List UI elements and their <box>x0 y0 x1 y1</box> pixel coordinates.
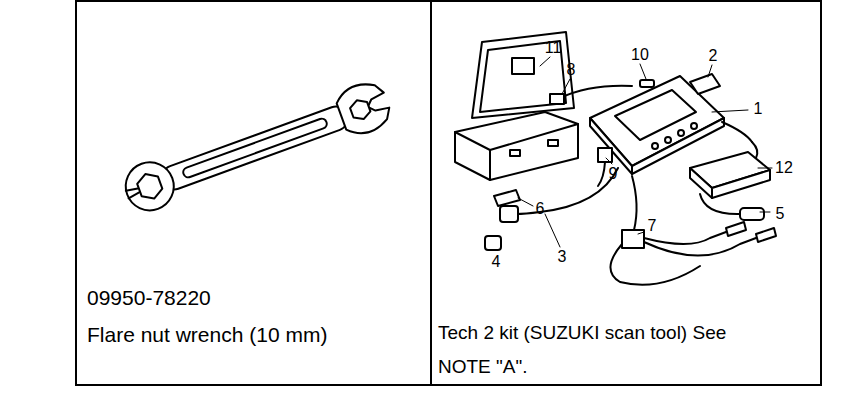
callout-number: 9 <box>609 165 618 183</box>
cell-text: 09950-78220 <box>87 279 327 316</box>
callout-number: 12 <box>775 159 793 177</box>
scan-tool-drawing <box>485 74 776 285</box>
callout-number: 1 <box>754 100 763 118</box>
wrench-drawing <box>119 77 395 217</box>
cell-text: Tech 2 kit (SUZUKI scan tool) See NOTE "… <box>438 316 728 384</box>
case-drawing <box>455 32 578 180</box>
table-cell: 09950-78220Flare nut wrench (10 mm) <box>75 0 432 386</box>
callout-number: 2 <box>709 47 718 65</box>
leader-lines <box>493 57 772 250</box>
cell-text-group: Tech 2 kit (SUZUKI scan tool) See NOTE "… <box>438 316 728 384</box>
callout-number: 6 <box>536 200 545 218</box>
cell-text: Flare nut wrench (10 mm) <box>87 316 327 353</box>
callout-number: 7 <box>648 217 657 235</box>
table-cell: Tech 2 kit (SUZUKI scan tool) See NOTE "… <box>430 0 822 386</box>
callout-number: 11 <box>545 39 562 57</box>
callout-number: 3 <box>558 248 567 266</box>
callout-number: 4 <box>492 253 501 271</box>
callout-number: 10 <box>631 46 649 64</box>
cell-text-group: 09950-78220Flare nut wrench (10 mm) <box>87 279 327 353</box>
callout-number: 5 <box>776 205 785 223</box>
callout-number: 8 <box>567 61 576 79</box>
